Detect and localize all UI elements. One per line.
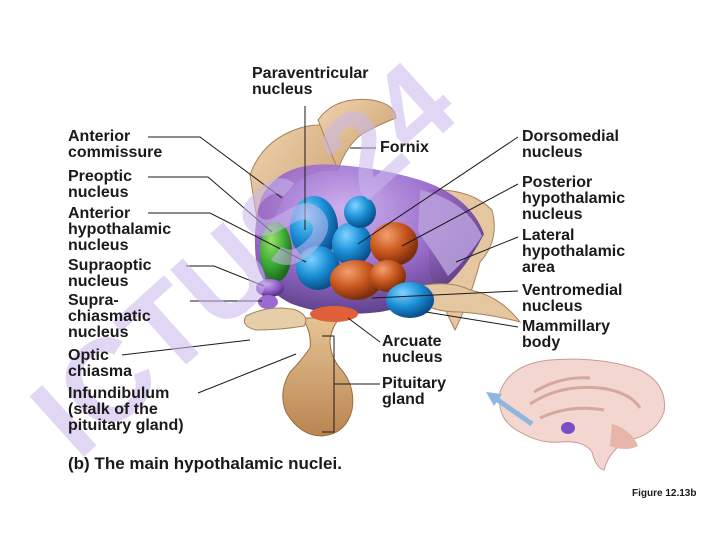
label-optic-chiasma: Optic chiasma [68,347,133,380]
label-posterior-hypothalamic-nucleus: Posterior hypothalamic nucleus [522,174,626,223]
label-suprachiasmatic-nucleus: Supra- chiasmatic nucleus [68,292,151,341]
label-pituitary-gland: Pituitary gland [382,375,447,408]
label-anterior-hypothalamic-nucleus: Anterior hypothalamic nucleus [68,205,172,254]
mammillary-body-shape [386,282,434,318]
label-preoptic-nucleus: Preoptic nucleus [68,168,133,201]
label-anterior-commissure: Anterior commissure [68,128,163,161]
leader-lines [121,106,519,433]
label-infundibulum: Infundibulum (stalk of the pituitary gla… [68,385,184,434]
ventromedial-nucleus-shape-2 [370,260,406,292]
paraventricular-nucleus-shape [290,196,338,260]
preoptic-nucleus-shape [260,222,292,282]
label-lateral-hypothalamic-area: Lateral hypothalamic area [522,227,626,276]
suprachiasmatic-nucleus-shape [258,295,278,309]
mammillary-tissue [419,283,522,323]
figure-reference: Figure 12.13b [632,488,697,499]
brain-inset [486,358,665,471]
dorsomedial-nucleus-shape-1 [332,222,372,266]
figure-caption: (b) The main hypothalamic nuclei. [68,454,342,473]
label-supraoptic-nucleus: Supraoptic nucleus [68,257,152,290]
dorsomedial-nucleus-shape-2 [344,196,376,228]
label-arcuate-nucleus: Arcuate nucleus [382,333,443,366]
label-mammillary-body: Mammillary body [522,318,611,351]
posterior-hypothalamic-nucleus-shape [370,222,418,266]
label-ventromedial-nucleus: Ventromedial nucleus [522,282,623,315]
lateral-hypothalamic-area-shape [418,190,482,276]
optic-chiasma-shape [243,307,307,331]
label-paraventricular-nucleus: Paraventricular nucleus [252,65,369,98]
supraoptic-nucleus-shape [256,279,284,297]
ventromedial-nucleus-shape [330,260,382,300]
pituitary-gland-shape [282,317,354,437]
label-fornix: Fornix [380,139,429,156]
fornix-structure [317,98,397,172]
arcuate-nucleus-shape [310,306,358,322]
label-dorsomedial-nucleus: Dorsomedial nucleus [522,128,619,161]
anterior-hypothalamic-nucleus-shape [296,246,340,290]
